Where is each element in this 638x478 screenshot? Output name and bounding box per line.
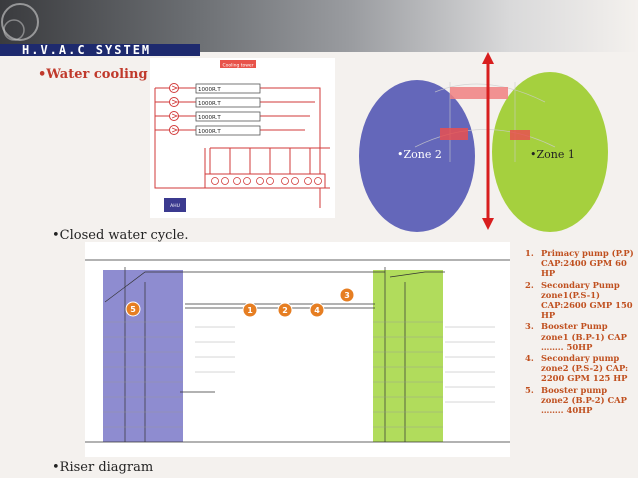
riser-marker-5 xyxy=(125,301,141,317)
zone2-label: •Zone 2 xyxy=(397,148,442,161)
riser-marker-label-1: 1 xyxy=(247,306,253,315)
chiller-label-3: 1000R.T xyxy=(198,115,221,121)
riser-marker-1 xyxy=(242,302,258,318)
header-banner xyxy=(0,0,638,52)
chiller-label-1: 1000R.T xyxy=(198,87,221,93)
riser-marker-label-5: 5 xyxy=(130,305,136,314)
riser-diagram: 5 1 2 4 3 xyxy=(85,242,510,457)
ahu-label: AHU xyxy=(170,203,180,209)
cooling-tower-header xyxy=(220,60,256,68)
list-item: 3.Booster Pump zone1 (B.P-1) CAP …….. 50… xyxy=(525,321,627,352)
arrow-up-icon xyxy=(482,52,494,64)
zone-band-top xyxy=(450,87,508,99)
title-bar xyxy=(0,44,200,56)
riser-marker-label-3: 3 xyxy=(344,291,350,300)
zone-band-left xyxy=(440,128,468,140)
list-item: 4.Secondary pump zone2 (P.S-2) CAP: 2200… xyxy=(525,353,629,384)
decorative-swirl-icon xyxy=(1,3,39,41)
zone-band-right xyxy=(510,130,530,140)
chiller-label-2: 1000R.T xyxy=(198,101,221,107)
riser-zone1-column xyxy=(373,270,443,442)
zones-diagram: •Zone 2 •Zone 1 xyxy=(359,52,608,232)
bullet-riser: •Riser diagram xyxy=(52,460,154,475)
list-item: 1.Primacy pump (P.P) CAP:2400 GPM 60 HP xyxy=(525,248,634,279)
ahu-box xyxy=(164,198,186,212)
pump-list: 1.Primacy pump (P.P) CAP:2400 GPM 60 HP … xyxy=(525,248,637,416)
zone1-label: •Zone 1 xyxy=(530,148,575,161)
riser-zone2-column xyxy=(103,270,183,442)
riser-marker-3 xyxy=(339,287,355,303)
water-cooling-schematic: Cooling tower xyxy=(150,58,335,218)
bullet-closed-cycle: •Closed water cycle. xyxy=(52,228,189,243)
riser-marker-2 xyxy=(277,302,293,318)
zone1-ellipse xyxy=(492,72,608,232)
zone2-ellipse xyxy=(359,80,475,232)
chiller-label-4: 1000R.T xyxy=(198,129,221,135)
riser-marker-label-4: 4 xyxy=(314,306,320,315)
cooling-tower-label: Cooling tower xyxy=(222,63,253,69)
arrow-down-icon xyxy=(482,218,494,230)
riser-marker-4 xyxy=(309,302,325,318)
page-title: H.V.A.C SYSTEM xyxy=(22,43,152,57)
list-item: 2.Secondary Pump zone1(P.S-1) CAP:2600 G… xyxy=(525,279,633,321)
list-item: 5.Booster pump zone2 (B.P-2) CAP …….. 40… xyxy=(525,384,627,416)
riser-marker-label-2: 2 xyxy=(282,306,288,315)
